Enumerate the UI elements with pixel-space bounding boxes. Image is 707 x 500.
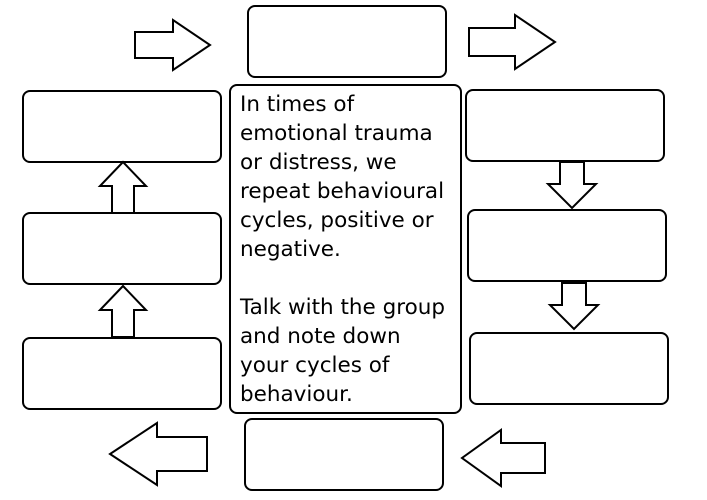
cycle-box-bottom: [244, 418, 444, 491]
arrow-right-top-right-icon: [468, 13, 557, 71]
arrow-down-right-upper-icon: [545, 161, 599, 210]
cycle-box-right-middle: [467, 209, 667, 282]
center-text-instruction: Talk with the group and note down your c…: [240, 295, 446, 407]
cycle-box-left-top: [22, 90, 222, 163]
center-text-intro: In times of emotional trauma or distress…: [240, 92, 445, 262]
arrow-down-right-lower-icon: [547, 282, 601, 331]
arrow-right-top-left-icon: [134, 18, 212, 72]
cycle-box-left-middle: [22, 212, 222, 285]
cycle-box-right-bottom: [469, 332, 669, 405]
cycle-box-left-bottom: [22, 337, 222, 410]
cycle-box-right-top: [465, 89, 665, 162]
arrow-up-left-upper-icon: [97, 160, 149, 214]
arrow-up-left-lower-icon: [97, 284, 149, 338]
arrow-left-bottom-right-icon: [460, 428, 546, 488]
arrow-left-bottom-left-icon: [108, 421, 208, 487]
center-instruction-box: In times of emotional trauma or distress…: [229, 84, 462, 414]
cycle-box-top: [247, 5, 447, 78]
